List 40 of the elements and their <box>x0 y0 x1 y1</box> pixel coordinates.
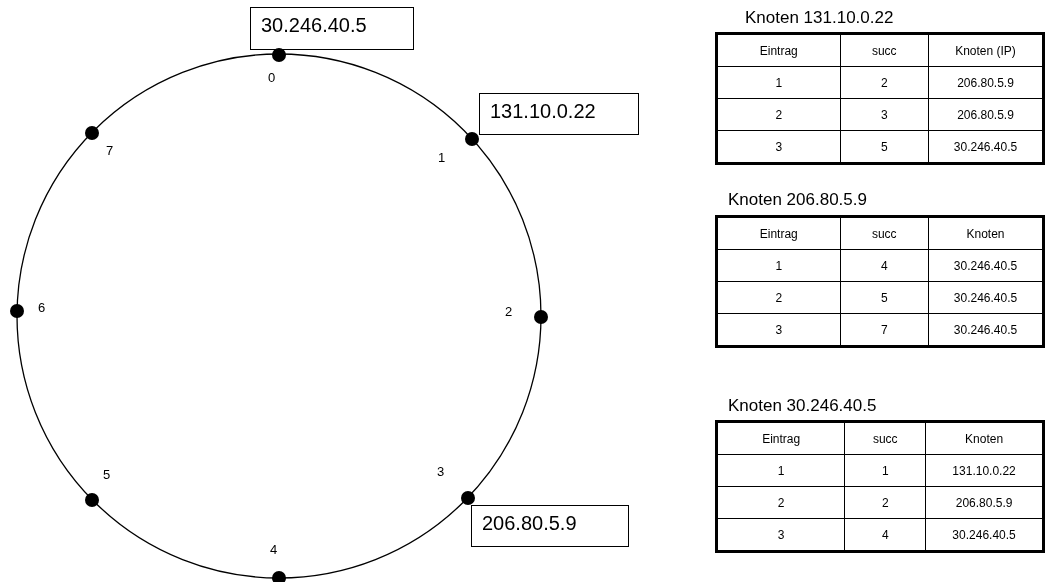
table-entry: 1 <box>716 66 841 99</box>
column-header: Eintrag <box>716 33 841 67</box>
position-number: 4 <box>270 542 278 557</box>
table-entry: 2 <box>716 486 845 519</box>
table-entry: 1 <box>844 454 926 487</box>
table-title: Knoten 131.10.0.22 <box>745 8 894 28</box>
ring-dot <box>272 571 286 582</box>
position-number: 7 <box>106 143 114 158</box>
column-header: succ <box>840 33 929 67</box>
position-number: 1 <box>438 150 446 165</box>
column-header: succ <box>844 421 926 455</box>
position-number: 0 <box>268 70 276 85</box>
column-header: succ <box>840 216 929 250</box>
address-label: 30.246.40.5 <box>250 7 414 50</box>
table-title: Knoten 206.80.5.9 <box>728 190 867 210</box>
table-entry: 4 <box>840 249 929 282</box>
column-header: Eintrag <box>716 421 845 455</box>
ring-dot <box>10 304 24 318</box>
table-entry: 1 <box>716 249 841 282</box>
column-header: Eintrag <box>716 216 841 250</box>
table-entry: 3 <box>840 98 929 131</box>
ring-dot <box>461 491 475 505</box>
ring-dot <box>534 310 548 324</box>
position-number: 6 <box>38 300 46 315</box>
ring-dot <box>85 126 99 140</box>
position-number: 2 <box>505 304 513 319</box>
table-entry: 2 <box>844 486 926 519</box>
ring-dot <box>465 132 479 146</box>
address-label: 206.80.5.9 <box>471 505 629 547</box>
table-entry: 2 <box>716 281 841 314</box>
table-entry: 2 <box>840 66 929 99</box>
table-entry: 2 <box>716 98 841 131</box>
address-label: 131.10.0.22 <box>479 93 639 135</box>
table-title: Knoten 30.246.40.5 <box>728 396 877 416</box>
table-entry: 5 <box>840 281 929 314</box>
ring-dot <box>85 493 99 507</box>
position-number: 3 <box>437 464 445 479</box>
position-number: 5 <box>103 467 111 482</box>
table-entry: 1 <box>716 454 845 487</box>
ring-dot <box>272 48 286 62</box>
